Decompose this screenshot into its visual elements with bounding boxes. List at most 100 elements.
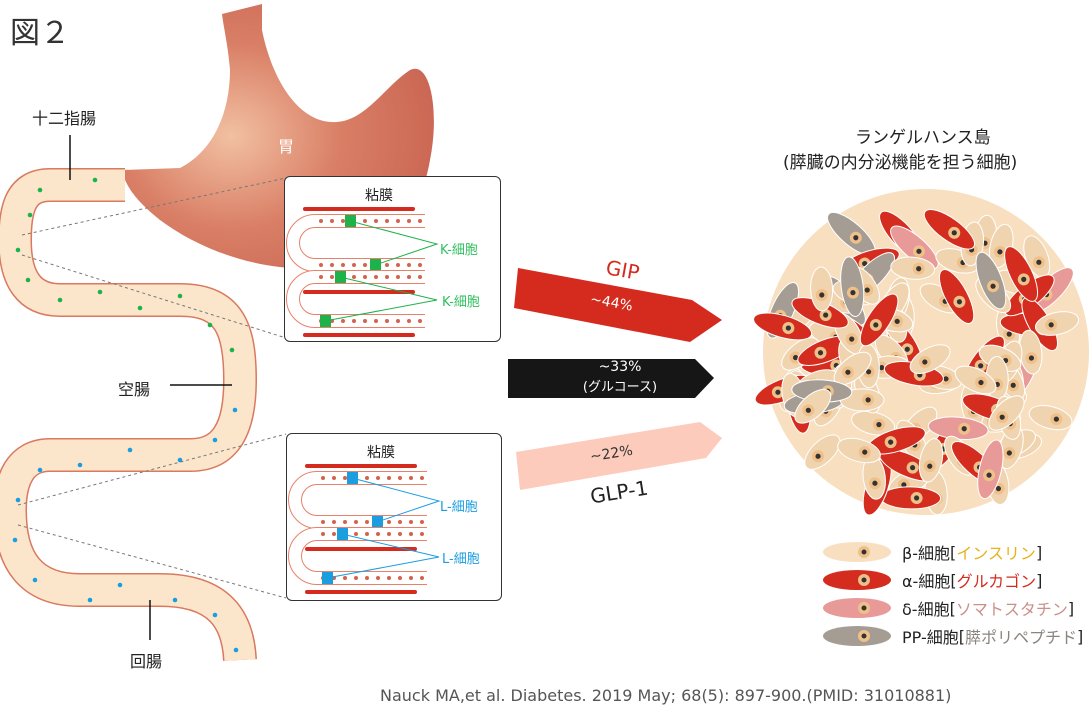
stomach-label: 胃 <box>278 137 295 156</box>
villi-k <box>286 207 439 337</box>
cell-nucleus <box>420 520 424 524</box>
islet-title: ランゲルハンス島 <box>855 128 991 148</box>
legend-item: β-細胞[インスリン] <box>822 540 1042 564</box>
glucose-sub: (グルコース) <box>582 380 658 395</box>
cell-nucleus <box>352 263 356 267</box>
l-cell-dot <box>212 437 218 443</box>
l-cell-dot <box>87 597 93 603</box>
cell-nucleus <box>420 576 424 580</box>
cell-nucleus <box>365 520 369 524</box>
cell-nucleus <box>418 263 422 267</box>
legend-swatch <box>823 570 891 590</box>
l-cell-dot <box>117 582 123 588</box>
islet-cell <box>862 454 886 500</box>
k-cell-dot <box>137 305 143 311</box>
cell-nucleus <box>332 520 336 524</box>
cell-name: α-細胞 <box>902 572 951 591</box>
bracket-close: ] <box>1035 542 1043 562</box>
villus <box>288 471 427 529</box>
cell-nucleus <box>420 476 424 480</box>
cell-nucleus <box>354 520 358 524</box>
cell-nucleus <box>352 275 356 279</box>
islet-cell <box>938 269 975 324</box>
islet-cell <box>918 438 944 483</box>
cell-nucleus <box>374 219 378 223</box>
citation: Nauck MA,et al. Diabetes. 2019 May; 68(5… <box>380 686 952 705</box>
cell-nucleus <box>398 520 402 524</box>
islet-cell <box>1004 246 1039 302</box>
islet-cell <box>837 437 881 464</box>
islet-cell <box>753 312 813 341</box>
glp1-arrow <box>516 422 722 490</box>
islet-cell <box>810 266 834 312</box>
legend-item: α-細胞[グルカゴン] <box>822 568 1042 592</box>
islet-cell <box>1034 311 1080 336</box>
islet-cell <box>804 434 841 470</box>
ileum-label: 回腸 <box>130 652 163 671</box>
islet-cell <box>954 365 997 395</box>
l-cell-dot <box>212 612 218 618</box>
cell-nucleus <box>418 219 422 223</box>
cell-nucleus <box>319 275 323 279</box>
islet-cell <box>988 395 1025 431</box>
bracket-open: [ <box>950 542 957 562</box>
cell-nucleus <box>396 319 400 323</box>
cell-name: β-細胞 <box>902 544 950 563</box>
bracket-open: [ <box>950 570 957 590</box>
muscle-layer <box>305 547 417 551</box>
cell-nucleus <box>374 319 378 323</box>
cell-nucleus <box>352 319 356 323</box>
bracket-close: ] <box>1036 570 1043 590</box>
legend-item: δ-細胞[ソマトスタチン] <box>822 596 1074 620</box>
k-cell-dot <box>229 347 235 353</box>
cell-nucleus <box>409 476 413 480</box>
islet-cell <box>791 297 849 329</box>
cell-nucleus <box>376 576 380 580</box>
cell-nucleus <box>341 219 345 223</box>
l-cell-dot <box>127 447 133 453</box>
cell-nucleus <box>385 319 389 323</box>
islet-cell <box>890 225 939 270</box>
cell-nucleus <box>407 319 411 323</box>
cell-nucleus <box>407 263 411 267</box>
legend-swatch <box>823 626 891 646</box>
legend-item: PP-細胞[膵ポリペプチド] <box>822 624 1083 648</box>
hormone-name: インスリン <box>956 544 1036 563</box>
cell-nucleus <box>387 520 391 524</box>
k-cell-dot <box>207 322 213 328</box>
cell-nucleus <box>332 532 336 536</box>
islet-cell <box>840 256 865 318</box>
cell-nucleus <box>341 319 345 323</box>
islet-cell <box>859 293 899 347</box>
cell-nucleus <box>363 263 367 267</box>
l-cell-dot <box>172 597 178 603</box>
l-cell-dot <box>12 537 18 543</box>
cell-nucleus <box>409 576 413 580</box>
cell-nucleus <box>385 275 389 279</box>
cell-nucleus <box>387 476 391 480</box>
cell-nucleus <box>396 219 400 223</box>
cell-nucleus <box>330 263 334 267</box>
cell-nucleus <box>409 532 413 536</box>
cell-nucleus <box>363 275 367 279</box>
muscle-layer <box>305 590 417 594</box>
mucosa-inset-k: 粘膜 K-細胞 K-細胞 <box>284 176 501 342</box>
figure-label: 図２ <box>10 16 70 51</box>
l-cell-dot <box>233 647 239 653</box>
cell-nucleus <box>396 275 400 279</box>
muscle-layer <box>303 290 415 294</box>
k-cell-dot <box>92 177 98 183</box>
cell-nucleus <box>398 476 402 480</box>
muscle-layer <box>303 333 415 337</box>
l-cell-dot <box>177 457 183 463</box>
inset-title: 粘膜 <box>365 188 393 204</box>
k-cell-dot <box>27 212 33 218</box>
cell-nucleus <box>365 476 369 480</box>
cell-nucleus <box>321 532 325 536</box>
inset-title: 粘膜 <box>367 445 395 461</box>
cell-nucleus <box>385 263 389 267</box>
islet-cell <box>909 344 951 374</box>
duodenum-label: 十二指腸 <box>32 109 97 128</box>
pointer-line <box>326 533 440 579</box>
